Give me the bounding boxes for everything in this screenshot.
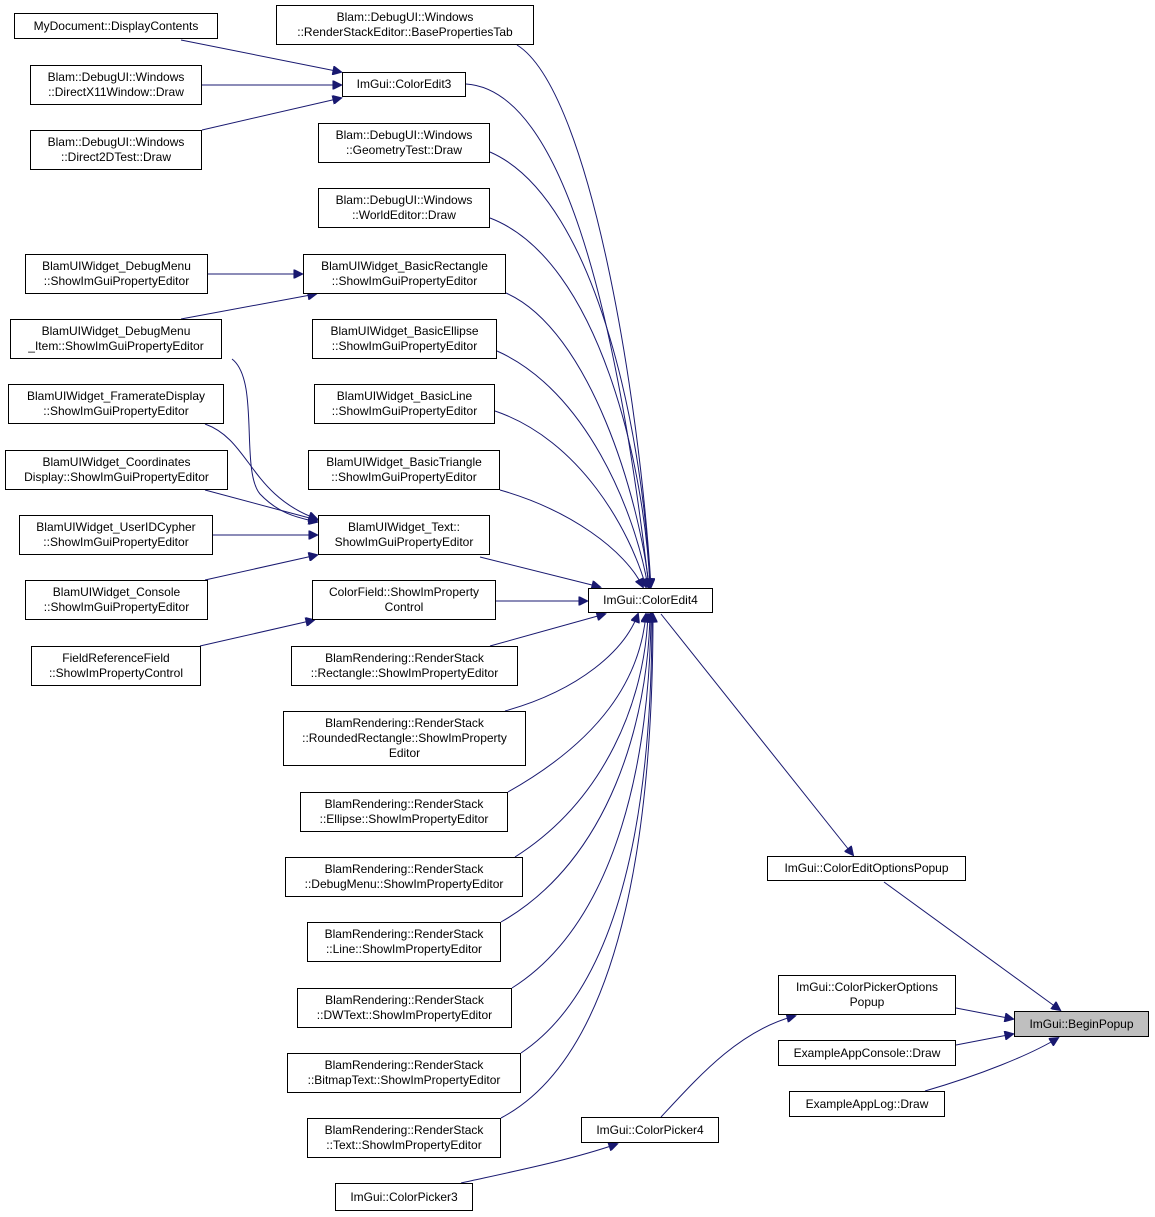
node-debugmenu-propertyeditor[interactable]: BlamUIWidget_DebugMenu ::ShowImGuiProper… — [25, 254, 208, 294]
edge-geom-ce4 — [489, 151, 650, 587]
edge-basetab-ce4 — [516, 44, 651, 587]
edge-rsrrect-ce4 — [504, 614, 638, 712]
edge-rsline-ce4 — [500, 614, 650, 923]
edge-ce4-ceopt — [660, 613, 853, 855]
edge-console-text — [204, 555, 317, 581]
node-worldeditor-draw[interactable]: Blam::DebugUI::Windows ::WorldEditor::Dr… — [318, 188, 490, 228]
node-exampleappconsole-draw[interactable]: ExampleAppConsole::Draw — [778, 1040, 956, 1066]
edge-cp4-cpopt — [660, 1016, 795, 1118]
edge-ce3-ce4 — [465, 83, 649, 587]
node-mydocument-displaycontents[interactable]: MyDocument::DisplayContents — [14, 13, 218, 39]
edge-rsdw-ce4 — [511, 614, 651, 989]
edge-bell-ce4 — [496, 350, 648, 587]
edge-rsrect-ce4 — [489, 614, 605, 647]
node-renderstack-ellipse-propertyeditor[interactable]: BlamRendering::RenderStack ::Ellipse::Sh… — [300, 792, 508, 832]
node-coordinatesdisplay-propertyeditor[interactable]: BlamUIWidget_Coordinates Display::ShowIm… — [5, 450, 228, 490]
node-renderstack-text-propertyeditor[interactable]: BlamRendering::RenderStack ::Text::ShowI… — [307, 1118, 501, 1158]
edges — [180, 39, 1060, 1184]
node-coloreditoptionspopup[interactable]: ImGui::ColorEditOptionsPopup — [767, 856, 966, 881]
node-console-propertyeditor[interactable]: BlamUIWidget_Console ::ShowImGuiProperty… — [25, 580, 208, 620]
edge-world-ce4 — [489, 217, 650, 587]
node-directx11window-draw[interactable]: Blam::DebugUI::Windows ::DirectX11Window… — [30, 65, 202, 105]
node-text-propertyeditor[interactable]: BlamUIWidget_Text:: ShowImGuiPropertyEdi… — [318, 515, 490, 555]
edge-cpopt-begin — [955, 1007, 1013, 1019]
node-basicellipse-propertyeditor[interactable]: BlamUIWidget_BasicEllipse ::ShowImGuiPro… — [312, 319, 497, 359]
node-basicrectangle-propertyeditor[interactable]: BlamUIWidget_BasicRectangle ::ShowImGuiP… — [303, 254, 506, 294]
node-geometrytest-draw[interactable]: Blam::DebugUI::Windows ::GeometryTest::D… — [318, 123, 490, 163]
edge-frame-text — [204, 423, 317, 519]
node-basepropertiestab[interactable]: Blam::DebugUI::Windows ::RenderStackEdit… — [276, 5, 534, 45]
node-exampleapplog-draw[interactable]: ExampleAppLog::Draw — [789, 1091, 945, 1117]
node-beginpopup: ImGui::BeginPopup — [1014, 1011, 1149, 1037]
edge-dbgitem-brect — [180, 294, 316, 320]
node-useridcypher-propertyeditor[interactable]: BlamUIWidget_UserIDCypher ::ShowImGuiPro… — [19, 515, 213, 555]
node-basictriangle-propertyeditor[interactable]: BlamUIWidget_BasicTriangle ::ShowImGuiPr… — [308, 450, 500, 490]
edge-ceopt-begin — [883, 881, 1060, 1010]
edge-brect-ce4 — [505, 292, 649, 587]
node-colorpickeroptionspopup[interactable]: ImGui::ColorPickerOptions Popup — [778, 975, 956, 1015]
edge-cp3-cp4 — [460, 1144, 617, 1184]
node-colorpicker4[interactable]: ImGui::ColorPicker4 — [581, 1117, 719, 1143]
edge-fref-cfield — [199, 620, 314, 647]
edge-rstext-ce4 — [500, 614, 653, 1119]
node-renderstack-rectangle-propertyeditor[interactable]: BlamRendering::RenderStack ::Rectangle::… — [291, 646, 518, 686]
edge-btri-ce4 — [499, 489, 643, 587]
node-colorpicker3[interactable]: ImGui::ColorPicker3 — [335, 1183, 473, 1211]
edge-rsdbg-ce4 — [514, 614, 648, 858]
edge-mydoc-ce3 — [180, 39, 341, 72]
edge-coords-text — [204, 489, 317, 520]
edge-rsbmp-ce4 — [520, 614, 652, 1054]
node-renderstack-debugmenu-propertyeditor[interactable]: BlamRendering::RenderStack ::DebugMenu::… — [285, 857, 523, 897]
edge-bline-ce4 — [494, 410, 646, 587]
node-renderstack-roundedrectangle-propertyeditor[interactable]: BlamRendering::RenderStack ::RoundedRect… — [283, 711, 526, 766]
node-coloredit4[interactable]: ImGui::ColorEdit4 — [588, 588, 713, 613]
node-fieldreferencefield-showimpropertycontrol[interactable]: FieldReferenceField ::ShowImPropertyCont… — [31, 646, 201, 686]
edge-appcon-begin — [955, 1034, 1013, 1046]
node-renderstack-dwtext-propertyeditor[interactable]: BlamRendering::RenderStack ::DWText::Sho… — [297, 988, 512, 1028]
node-debugmenu-item-propertyeditor[interactable]: BlamUIWidget_DebugMenu _Item::ShowImGuiP… — [10, 319, 222, 359]
edge-dbgitem-text — [231, 358, 317, 522]
node-coloredit3[interactable]: ImGui::ColorEdit3 — [342, 72, 466, 97]
edge-rsell-ce4 — [507, 614, 646, 793]
node-renderstack-line-propertyeditor[interactable]: BlamRendering::RenderStack ::Line::ShowI… — [307, 922, 501, 962]
node-frameratedisplay-propertyeditor[interactable]: BlamUIWidget_FramerateDisplay ::ShowImGu… — [8, 384, 224, 424]
node-direct2dtest-draw[interactable]: Blam::DebugUI::Windows ::Direct2DTest::D… — [30, 130, 202, 170]
edge-d2d-ce3 — [201, 98, 341, 131]
node-colorfield-showimpropertycontrol[interactable]: ColorField::ShowImProperty Control — [312, 580, 496, 620]
edge-applog-begin — [924, 1038, 1058, 1092]
node-basicline-propertyeditor[interactable]: BlamUIWidget_BasicLine ::ShowImGuiProper… — [314, 384, 495, 424]
node-renderstack-bitmaptext-propertyeditor[interactable]: BlamRendering::RenderStack ::BitmapText:… — [287, 1053, 521, 1093]
edge-text-ce4 — [479, 556, 600, 587]
